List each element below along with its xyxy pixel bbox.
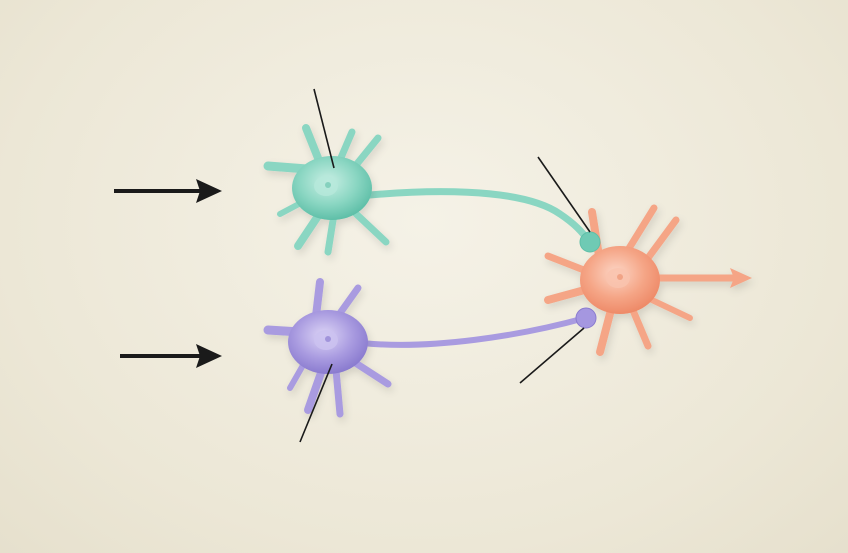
input-arrow-bottom xyxy=(120,344,222,368)
output-arrowhead xyxy=(730,268,752,288)
postsynaptic-neuron xyxy=(544,204,752,356)
presynaptic-neuron-top xyxy=(263,124,390,256)
axon-top xyxy=(356,188,592,244)
presynaptic-neuron-bottom xyxy=(263,278,392,418)
leader-line-top-terminal xyxy=(537,156,591,233)
leader-line-top-neuron xyxy=(313,88,335,169)
input-arrow-top xyxy=(114,179,222,203)
axon-bottom xyxy=(359,315,588,348)
leader-line-bottom-terminal xyxy=(519,327,585,384)
synaptic-terminal-top xyxy=(579,231,601,253)
synaptic-terminal-bottom xyxy=(575,307,597,329)
leader-line-bottom-neuron xyxy=(299,363,333,443)
